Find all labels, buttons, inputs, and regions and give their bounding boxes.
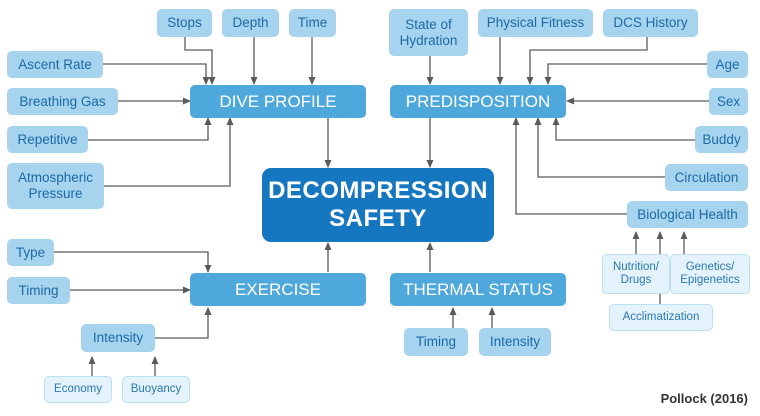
timing-node: Timing — [7, 277, 70, 304]
ascent-rate-node: Ascent Rate — [7, 51, 103, 78]
biological-health-node: Biological Health — [627, 201, 748, 228]
circulation-node: Circulation — [665, 164, 748, 191]
arrow-type-to-exercise — [54, 251, 212, 273]
depth-node: Depth — [222, 9, 279, 37]
stops-node: Stops — [157, 9, 212, 37]
arrow-intensity-to-exercise — [155, 307, 212, 339]
genetics-epigenetics-node: Genetics/ Epigenetics — [670, 254, 750, 294]
age-node: Age — [707, 51, 748, 78]
sex-node: Sex — [709, 88, 748, 115]
arrow-circulation-to-predisposition — [534, 117, 665, 178]
exercise-node: EXERCISE — [190, 273, 366, 306]
atmospheric-pressure-line2: Pressure — [28, 186, 83, 201]
thermal-status-node: THERMAL STATUS — [390, 273, 566, 306]
buoyancy-node: Buoyancy — [122, 376, 190, 403]
buddy-node: Buddy — [695, 126, 748, 153]
nutrition-line1: Nutrition/ — [612, 260, 660, 273]
center-title-line2: SAFETY — [329, 205, 427, 232]
intensity-node: Intensity — [81, 324, 155, 352]
breathing-gas-node: Breathing Gas — [7, 88, 118, 115]
atmospheric-pressure-node: Atmospheric Pressure — [7, 163, 104, 209]
decompression-safety-node: DECOMPRESSION SAFETY — [262, 168, 494, 242]
type-node: Type — [7, 239, 54, 266]
repetitive-node: Repetitive — [7, 126, 88, 153]
arrow-dcs-history-to-predisposition — [526, 37, 648, 85]
predisposition-node: PREDISPOSITION — [390, 85, 566, 118]
dcs-history-node: DCS History — [603, 9, 698, 37]
physical-fitness-node: Physical Fitness — [478, 9, 593, 37]
source-credit: Pollock (2016) — [660, 391, 748, 406]
center-title-line1: DECOMPRESSION — [268, 177, 488, 205]
economy-node: Economy — [44, 376, 112, 403]
acclimatization-node: Acclimatization — [609, 304, 713, 331]
state-of-hydration-node: State of Hydration — [389, 9, 468, 56]
hydration-line2: Hydration — [399, 32, 458, 48]
thermal-intensity-node: Intensity — [479, 328, 551, 356]
atmospheric-pressure-line1: Atmospheric — [17, 170, 94, 186]
arrow-buddy-to-predisposition — [552, 117, 695, 141]
arrow-stops-to-dive-profile — [184, 37, 216, 85]
genetics-line2: Epigenetics — [680, 274, 740, 286]
nutrition-drugs-node: Nutrition/ Drugs — [602, 254, 670, 294]
arrow-age-to-predisposition — [544, 63, 707, 85]
arrow-repetitive-to-dive-profile — [88, 117, 212, 141]
arrow-ascent-rate-to-dive-profile — [103, 63, 210, 85]
arrow-atmospheric-pressure-to-dive-profile — [104, 117, 234, 187]
nutrition-line2: Drugs — [620, 274, 652, 286]
time-node: Time — [289, 9, 336, 37]
arrow-biological-health-to-predisposition — [512, 117, 627, 215]
dive-profile-node: DIVE PROFILE — [190, 85, 366, 118]
hydration-line1: State of — [405, 16, 452, 32]
genetics-line1: Genetics/ — [685, 260, 735, 273]
thermal-timing-node: Timing — [404, 328, 468, 356]
